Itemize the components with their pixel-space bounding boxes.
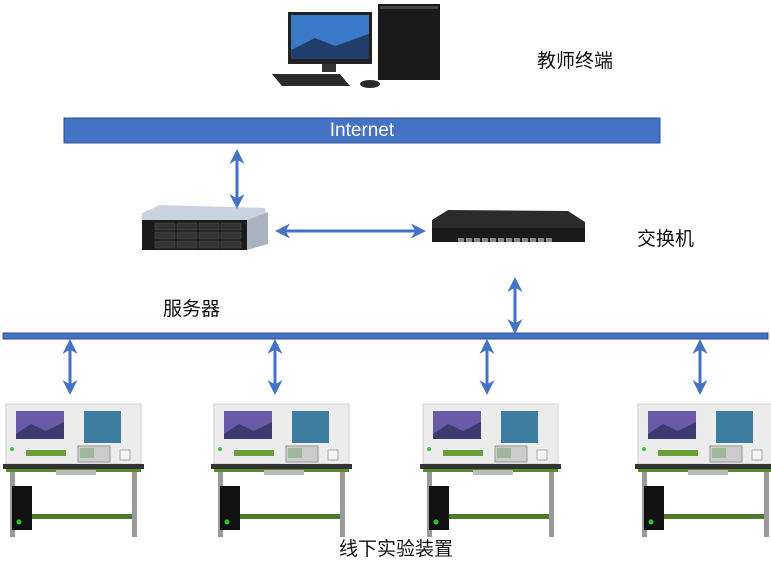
workstation-3-image — [419, 403, 562, 538]
server-label: 服务器 — [163, 298, 221, 320]
teacher-computer-image — [272, 4, 440, 88]
switch-image — [432, 210, 585, 242]
workstation-1-image — [2, 403, 145, 538]
internet-bar — [63, 117, 661, 144]
teacher-terminal-label: 教师终端 — [537, 50, 614, 72]
switch-label: 交换机 — [637, 228, 695, 250]
offline-devices-label: 线下实验装置 — [339, 538, 454, 560]
workstation-2-image — [210, 403, 353, 538]
lan-bus-line — [2, 332, 769, 340]
workstation-4-image — [634, 403, 771, 538]
server-image — [142, 205, 268, 250]
internet-label: Internet — [329, 120, 395, 141]
